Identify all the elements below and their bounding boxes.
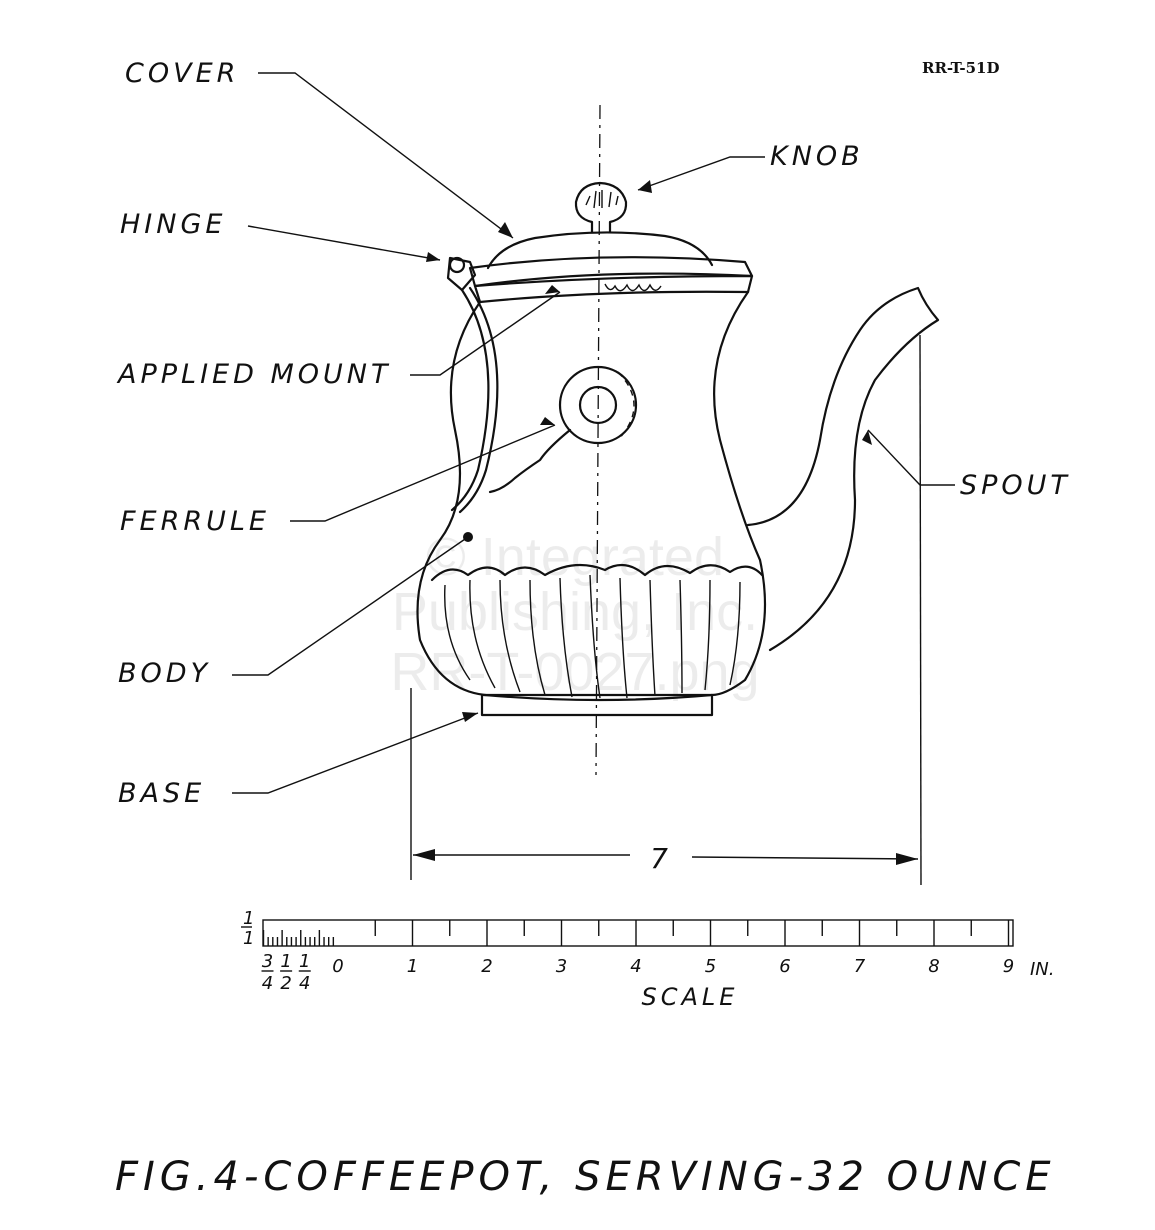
ferrule-arrowhead xyxy=(540,417,555,425)
body-left xyxy=(416,300,487,697)
leader-lines xyxy=(232,72,955,794)
scale-unit: IN. xyxy=(1030,959,1055,980)
scale-label-6: 6 xyxy=(779,956,790,977)
base-arrowhead xyxy=(462,712,478,722)
watermark-line-3: RR-T-0027.png xyxy=(390,642,759,702)
dimension-arrow-left xyxy=(413,849,435,861)
base-leader xyxy=(232,712,479,794)
scale-label-0: 0 xyxy=(332,956,343,977)
label-ferrule: FERRULE xyxy=(120,506,270,537)
coffeepot-drawing xyxy=(416,181,940,717)
watermark-line-1: © Integrated xyxy=(426,527,724,587)
gadroon-ribs xyxy=(444,574,741,699)
center-line xyxy=(595,104,601,776)
applied-mount-arrowhead xyxy=(545,285,560,294)
ferrule-hidden xyxy=(617,371,635,441)
scale-fraction-num: 1 xyxy=(280,951,291,972)
body-dot xyxy=(463,532,473,542)
side-fraction-den: 1 xyxy=(243,928,254,949)
cover-arrowhead xyxy=(498,222,513,238)
body-bottom xyxy=(483,693,714,702)
width-dimension: 7 xyxy=(410,334,922,886)
scale-fraction-num: 1 xyxy=(299,951,310,972)
spout-leader xyxy=(867,429,955,486)
scale-fraction-den: 2 xyxy=(280,973,291,994)
scale-label-2: 2 xyxy=(481,956,492,977)
watermark-line-2: Publishing, Inc. xyxy=(392,582,758,642)
label-knob: KNOB xyxy=(770,141,864,172)
label-base: BASE xyxy=(118,778,205,809)
knob-shape xyxy=(574,181,628,234)
scale-fraction-den: 4 xyxy=(299,973,310,994)
hinge-arrowhead xyxy=(426,252,440,262)
dimension-value: 7 xyxy=(650,842,672,875)
gadroon-top xyxy=(430,563,764,582)
scale-fraction-num: 3 xyxy=(262,951,273,972)
scale-label-3: 3 xyxy=(556,956,567,977)
knob-leader xyxy=(637,156,765,191)
label-body: BODY xyxy=(118,658,211,689)
base-shape xyxy=(480,693,714,717)
cover-shape xyxy=(486,231,714,270)
cover-leader xyxy=(258,72,514,239)
label-cover: COVER xyxy=(125,58,239,89)
scale-label-9: 9 xyxy=(1003,956,1014,977)
body-leader xyxy=(232,536,469,676)
label-hinge: HINGE xyxy=(120,209,226,240)
scale-label-4: 4 xyxy=(630,956,641,977)
document-id: RR-T-51D xyxy=(922,59,999,77)
handle-lower-lobes xyxy=(488,428,572,494)
mount-ornament xyxy=(604,283,662,292)
scale-label-1: 1 xyxy=(407,956,418,977)
handle-inner xyxy=(458,286,499,514)
scale-label-5: 5 xyxy=(705,956,716,977)
spout-shape xyxy=(746,286,940,652)
label-spout: SPOUT xyxy=(960,470,1071,501)
knob-grooves xyxy=(585,190,619,209)
side-fraction-num: 1 xyxy=(243,908,254,929)
knob-arrowhead xyxy=(638,180,652,193)
ferrule-outer xyxy=(558,365,638,445)
scale-label-7: 7 xyxy=(854,956,866,977)
body-right xyxy=(710,290,767,697)
dimension-arrow-right xyxy=(896,853,918,865)
figure-caption: FIG.4-COFFEEPOT, SERVING-32 OUNCE xyxy=(115,1154,1056,1200)
scale-label-8: 8 xyxy=(928,956,939,977)
scale-minor-ticks xyxy=(262,930,335,946)
hinge-leader xyxy=(247,225,441,261)
scale-major-ticks xyxy=(374,920,1010,946)
dimension-line-right xyxy=(691,856,919,860)
scale-fraction-den: 4 xyxy=(262,973,273,994)
spout-arrowhead xyxy=(862,430,872,445)
dimension-extension-right xyxy=(919,334,922,886)
label-applied-mount: APPLIED MOUNT xyxy=(116,359,391,390)
ferrule-inner xyxy=(578,385,618,425)
hinge-shape xyxy=(446,256,477,292)
handle-outer xyxy=(450,288,490,512)
watermark: © Integrated Publishing, Inc. RR-T-0027.… xyxy=(390,527,759,702)
applied-mount-leader xyxy=(410,291,561,376)
scale-title: SCALE xyxy=(642,983,739,1011)
ferrule-leader xyxy=(290,424,556,522)
